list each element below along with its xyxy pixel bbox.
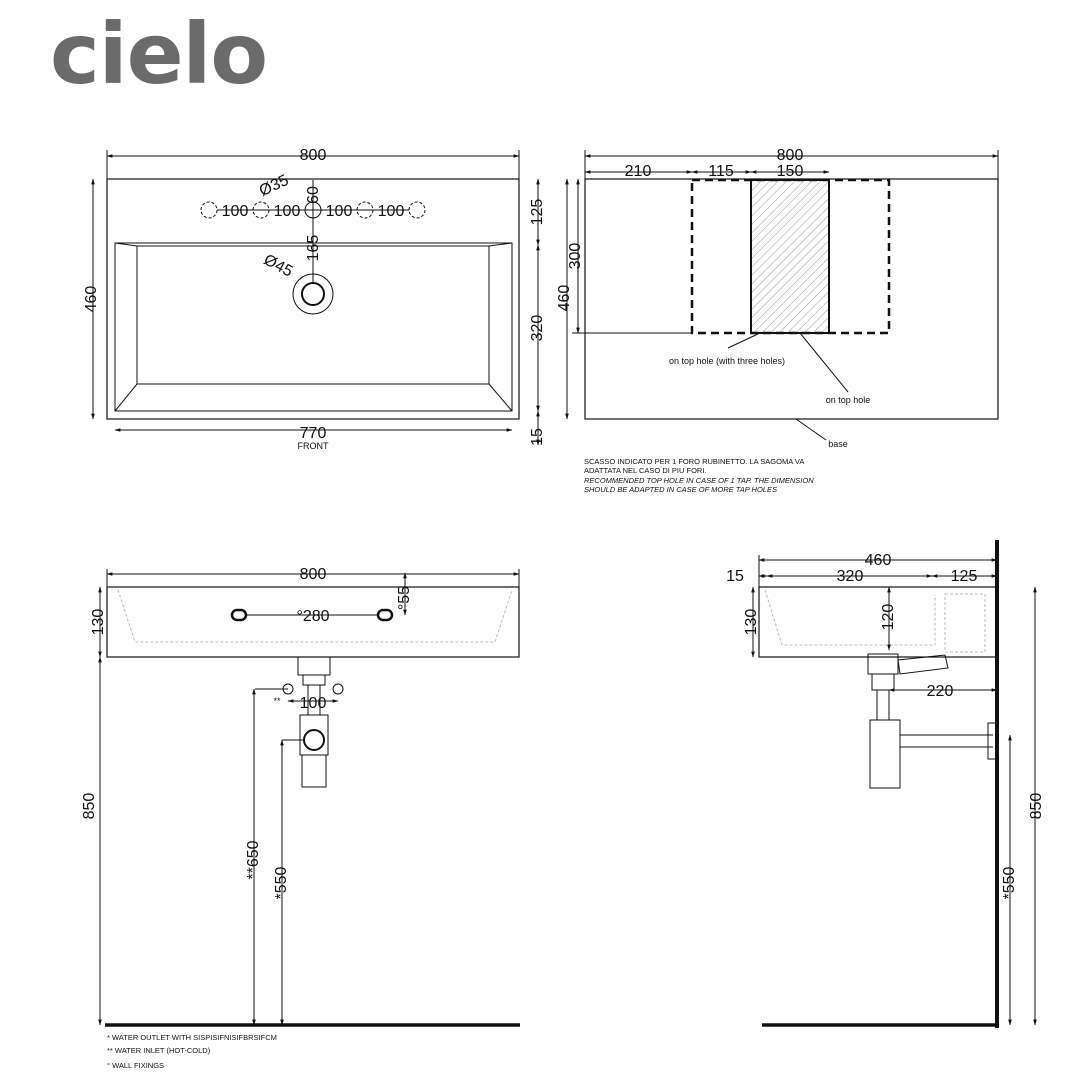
side-125-label: 125 bbox=[951, 568, 978, 585]
legend: * WATER OUTLET WITH SISPISIFNISIFBRSIFCM… bbox=[107, 1033, 277, 1070]
note-line-1: SCASSO INDICATO PER 1 FORO RUBINETTO. LA… bbox=[584, 457, 804, 466]
side-height-120: 120 bbox=[880, 604, 897, 631]
label-three-holes: on top hole (with three holes) bbox=[669, 356, 785, 366]
drain-hole-outer bbox=[292, 273, 334, 315]
front-height-130: 130 bbox=[90, 609, 107, 636]
tap-offset-label: 60 bbox=[305, 186, 322, 204]
tap-spacing-1: 100 bbox=[222, 203, 249, 220]
top-hole-note: SCASSO INDICATO PER 1 FORO RUBINETTO. LA… bbox=[584, 457, 814, 494]
plan-inner-width-label: 770 bbox=[300, 425, 327, 442]
drain-offset-label: 165 bbox=[305, 235, 322, 262]
fixing-spacing-label: °280 bbox=[296, 608, 329, 625]
plan-depth-label: 460 bbox=[83, 286, 100, 313]
label-one-hole: on top hole bbox=[826, 395, 871, 405]
plan-bowl-depth-label: 320 bbox=[529, 315, 546, 342]
one-hole-cutout bbox=[750, 179, 830, 334]
inlet-cold bbox=[332, 683, 344, 695]
legend-water-inlet: ** WATER INLET (HOT-COLD) bbox=[107, 1046, 211, 1055]
top-seg-150: 150 bbox=[777, 163, 804, 180]
legend-wall-fixings: ° WALL FIXINGS bbox=[107, 1061, 164, 1070]
wall-fixing-right bbox=[376, 608, 394, 622]
inlet-spacing-label: 100 bbox=[300, 695, 327, 712]
top-seg-115: 115 bbox=[708, 163, 734, 180]
drain-hole-inner bbox=[301, 282, 325, 306]
plan-front-edge-label: 15 bbox=[529, 428, 546, 446]
front-elevation bbox=[98, 569, 520, 1027]
plan-rim-depth-label: 125 bbox=[529, 199, 546, 226]
front-width-label: 800 bbox=[300, 566, 327, 583]
side-height-130: 130 bbox=[743, 609, 760, 636]
top-hole-labels: 800 210 115 150 300 460 on top hole (wit… bbox=[556, 147, 870, 449]
plan-outer-outline bbox=[106, 178, 520, 420]
top-height-300: 300 bbox=[567, 243, 584, 270]
top-seg-210: 210 bbox=[625, 163, 652, 180]
fixing-height-label: °55 bbox=[396, 586, 413, 610]
side-basin-outline bbox=[758, 586, 998, 658]
top-height-460: 460 bbox=[556, 285, 573, 312]
side-outlet-height: *550 bbox=[1001, 866, 1018, 899]
outlet-height-label: *550 bbox=[273, 866, 290, 899]
top-hole-view bbox=[565, 150, 999, 441]
side-labels: 460 15 320 125 130 120 220 850 *550 bbox=[726, 552, 1045, 899]
plan-width-label: 800 bbox=[300, 147, 327, 164]
front-labels: 800 130 °280 °55 100 ** 850 **650 *550 bbox=[81, 566, 413, 899]
front-height-850: 850 bbox=[81, 793, 98, 820]
tap-diameter-label: Ø35 bbox=[257, 172, 292, 200]
inlet-mark: ** bbox=[273, 696, 281, 706]
side-15-label: 15 bbox=[726, 568, 744, 585]
note-line-4: SHOULD BE ADAPTED IN CASE OF MORE TAP HO… bbox=[584, 485, 777, 494]
tap-spacing-3: 100 bbox=[326, 203, 353, 220]
wall-fixing-left bbox=[230, 608, 248, 622]
legend-water-outlet: * WATER OUTLET WITH SISPISIFNISIFBRSIFCM bbox=[107, 1033, 277, 1042]
tap-spacing-2: 100 bbox=[274, 203, 301, 220]
plan-view bbox=[91, 150, 540, 446]
note-line-2: ADATTATA NEL CASO DI PIU FORI. bbox=[584, 466, 707, 475]
drain-diameter-label: Ø45 bbox=[261, 251, 296, 280]
inlet-height-label: **650 bbox=[245, 840, 262, 879]
side-320-label: 320 bbox=[837, 568, 864, 585]
plan-front-label: FRONT bbox=[298, 441, 329, 451]
side-elevation bbox=[751, 540, 1037, 1028]
tap-spacing-4: 100 bbox=[378, 203, 405, 220]
label-base: base bbox=[828, 439, 848, 449]
side-depth-label: 460 bbox=[865, 552, 892, 569]
plan-labels: 800 770 FRONT 460 Ø35 Ø45 60 165 100 100… bbox=[83, 147, 546, 451]
side-height-850: 850 bbox=[1028, 793, 1045, 820]
top-width-label: 800 bbox=[777, 147, 804, 164]
side-220-label: 220 bbox=[927, 683, 954, 700]
brand-logo: cielo bbox=[50, 5, 268, 103]
note-line-3: RECOMMENDED TOP HOLE IN CASE OF 1 TAP. T… bbox=[584, 476, 814, 485]
